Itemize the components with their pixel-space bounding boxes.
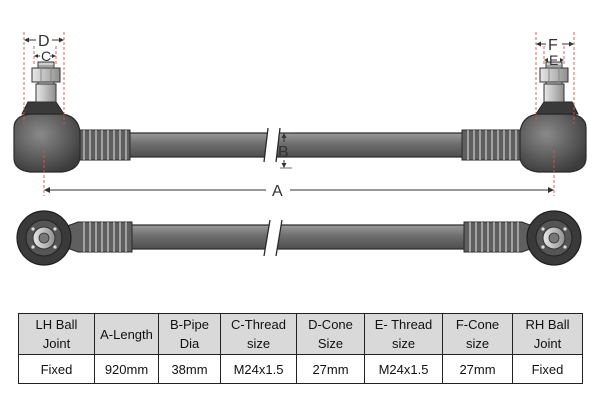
rod-tube-bottom — [69, 224, 531, 250]
break-marks-bottom — [263, 219, 283, 257]
left-sleeve-ribs-top — [77, 129, 131, 161]
left-sleeve-ribs-bottom — [61, 221, 133, 253]
header-a-length: A-Length — [94, 313, 159, 355]
dim-label-b: B — [278, 144, 289, 161]
left-ball-joint-bottom — [16, 210, 72, 266]
dim-label-d: D — [38, 33, 50, 50]
dim-label-f: F — [548, 37, 558, 54]
value-f-cone-size: 27mm — [442, 354, 513, 384]
value-d-cone-size: 27mm — [296, 354, 365, 384]
dim-label-e: E — [549, 52, 558, 68]
left-ball-joint-top — [13, 61, 81, 173]
value-rh-ball-joint: Fixed — [512, 354, 583, 384]
tie-rod-diagram: D C F E B A — [13, 32, 587, 266]
value-c-thread-size: M24x1.5 — [220, 354, 297, 384]
right-ball-joint-bottom — [526, 210, 582, 266]
value-a-length: 920mm — [94, 354, 159, 384]
table-row: Fixed 920mm 38mm M24x1.5 27mm M24x1.5 27… — [18, 354, 583, 384]
dim-label-a: A — [272, 183, 283, 200]
right-ball-joint-top — [519, 61, 587, 173]
value-b-pipe-dia: 38mm — [158, 354, 221, 384]
rod-tube-top — [79, 132, 521, 158]
dim-label-c: C — [41, 48, 51, 64]
break-marks-top — [263, 127, 281, 163]
dimension-lines — [23, 32, 575, 196]
top-view — [16, 210, 582, 266]
right-sleeve-ribs-top — [461, 129, 523, 161]
side-view — [13, 61, 587, 173]
dimension-letters: D C F E B A — [38, 33, 558, 200]
value-e-thread-size: M24x1.5 — [364, 354, 443, 384]
value-lh-ball-joint: Fixed — [18, 354, 95, 384]
